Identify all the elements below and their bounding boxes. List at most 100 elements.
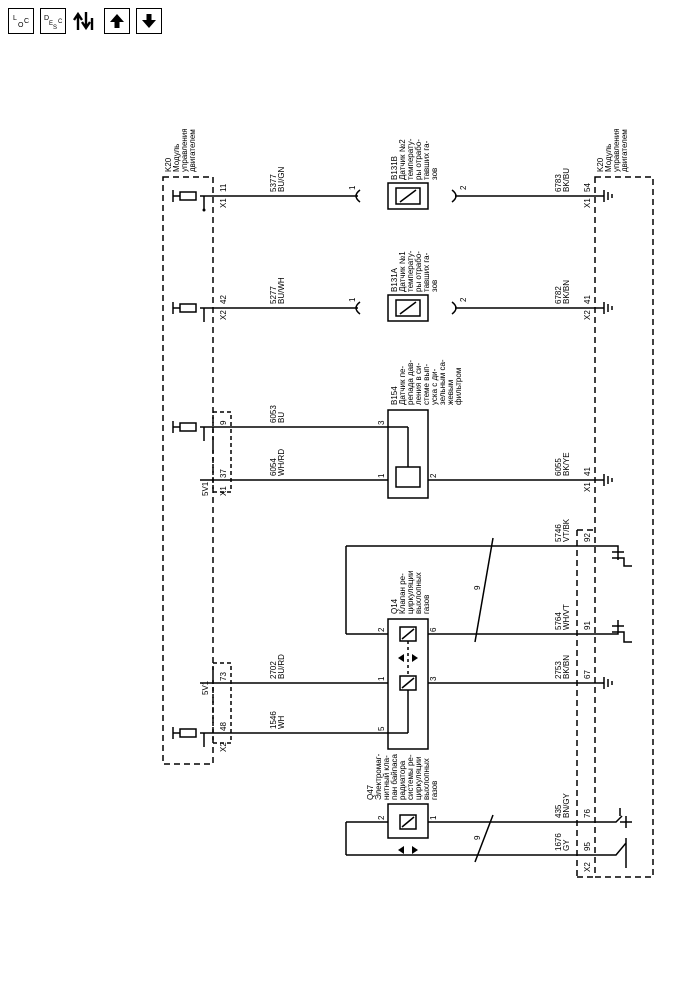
wire-6053-num: 6053 <box>269 405 278 423</box>
q47-box <box>387 803 429 839</box>
wire-1546-num: 1546 <box>269 711 278 729</box>
wire-6782-color: BK/BN <box>562 280 571 304</box>
cpin-5-q14: 5 <box>377 726 386 731</box>
wire-5377-num: 5377 <box>269 174 278 192</box>
b131a-label-5: зов <box>430 280 439 292</box>
k20-right-line-2: управления <box>612 128 621 172</box>
conn-x2-r2: X2 <box>583 862 592 872</box>
cpin-1-q14: 1 <box>377 676 386 681</box>
wire-2702-num: 2702 <box>269 661 278 679</box>
svg-text:S: S <box>53 25 57 31</box>
q47-label-6: циркуляции <box>414 757 423 800</box>
pin-67: 67 <box>583 670 592 679</box>
wire-5277-num: 5277 <box>269 286 278 304</box>
conn-x1-r2: X1 <box>583 482 592 492</box>
cpin-1-b131b: 1 <box>348 185 357 190</box>
b154-box <box>387 409 429 499</box>
cpin-1-q47: 1 <box>429 815 438 820</box>
pin-9: 9 <box>219 420 228 425</box>
conn-5v1-b: 5V1 <box>201 680 210 695</box>
cpin-6-q14: 6 <box>429 627 438 632</box>
b154-label-8: фильтром <box>454 368 463 405</box>
b131a-label-0: B131A <box>390 267 399 292</box>
connector-flow-button[interactable] <box>72 8 98 34</box>
loc-button[interactable]: L O C <box>8 8 34 34</box>
arrow-up-button[interactable] <box>104 8 130 34</box>
wire-6054-num: 6054 <box>269 458 278 476</box>
svg-text:D: D <box>44 15 49 22</box>
svg-text:O: O <box>18 22 24 29</box>
wire-6782-num: 6782 <box>554 286 563 304</box>
arrow-up-icon <box>110 14 124 28</box>
pin-95: 95 <box>583 842 592 851</box>
arrow-down-button[interactable] <box>136 8 162 34</box>
conn-x2-r1: X2 <box>583 310 592 320</box>
conn-x1-r1: X1 <box>583 198 592 208</box>
wire-435-color: BN/GY <box>562 792 571 818</box>
b131a-box <box>387 294 429 322</box>
q47-label-5: системы ре- <box>406 754 415 800</box>
wire-6783-color: BK/BU <box>562 168 571 192</box>
b154-label-1: Датчик пе- <box>398 366 407 405</box>
conn-5v1-a: 5V1 <box>201 481 210 496</box>
b131b-label-3: ры отрабо- <box>414 139 423 180</box>
k20-right-line-3: двигателем <box>620 129 629 172</box>
wire-6055-color: BK/YE <box>562 452 571 476</box>
desc-button[interactable]: D E S C <box>40 8 66 34</box>
wire-5764-num: 5764 <box>554 612 563 630</box>
cpin-1-b131a: 1 <box>348 297 357 302</box>
loc-icon: L O C <box>13 15 29 29</box>
conn-x2-b: X2 <box>219 742 228 752</box>
q47-label-7: выхлопных <box>422 758 431 800</box>
b131a-label-1: Датчик №1 <box>398 251 407 292</box>
q14-label-1: Клапан ре- <box>398 573 407 614</box>
q47-label-1: Электромаг- <box>374 753 383 800</box>
k20-left-line-2: управления <box>180 128 189 172</box>
b154-label-7: жевым <box>446 380 455 405</box>
pin-48: 48 <box>219 722 228 731</box>
pin-92: 92 <box>583 533 592 542</box>
pin-37: 37 <box>219 469 228 478</box>
connector-flow-icon <box>73 11 94 31</box>
pin-41a: 41 <box>583 295 592 304</box>
wire-6053-color: BU <box>277 412 286 423</box>
conn-x1-b: X1 <box>219 486 228 496</box>
b131a-label-2: температу- <box>406 250 415 292</box>
twist-label-b: 9 <box>473 835 482 840</box>
pin-73: 73 <box>219 672 228 681</box>
svg-text:E: E <box>49 21 53 27</box>
conn-x2-a: X2 <box>219 310 228 320</box>
wire-2702-color: BU/RD <box>277 654 286 679</box>
k20-left-line-3: двигателем <box>188 129 197 172</box>
wire-2753-num: 2753 <box>554 661 563 679</box>
cpin-2-q47: 2 <box>377 815 386 820</box>
q47-label-2: нитный кла- <box>382 755 391 800</box>
b154-label-6: зельным са- <box>438 359 447 405</box>
wire-5277-color: BU/WH <box>277 277 286 304</box>
arrow-down-icon <box>142 14 156 28</box>
wire-6054-color: WH/RD <box>277 449 286 476</box>
wire-6783-num: 6783 <box>554 174 563 192</box>
pin-41b: 41 <box>583 467 592 476</box>
b131b-box <box>387 182 429 210</box>
q14-label-4: газов <box>422 595 431 614</box>
k20-right-box <box>594 176 654 878</box>
k20-left-line-0: K20 <box>164 157 173 172</box>
wire-1676-num: 1676 <box>554 833 563 851</box>
cpin-2-b131a: 2 <box>459 297 468 302</box>
wire-5746-color: VT/BK <box>562 518 571 542</box>
svg-text:L: L <box>13 15 17 22</box>
svg-text:C: C <box>24 18 29 25</box>
cpin-2-b131b: 2 <box>459 185 468 190</box>
q14-label-0: Q14 <box>390 598 399 614</box>
k20-left-box <box>162 176 214 765</box>
q47-label-8: газов <box>430 781 439 800</box>
b154-label-0: B154 <box>390 386 399 405</box>
wire-435-num: 435 <box>554 804 563 818</box>
cpin-3-q14: 3 <box>429 676 438 681</box>
q47-label-0: Q47 <box>366 784 375 800</box>
wire-6055-num: 6055 <box>554 458 563 476</box>
b154-label-3: ления в си- <box>414 363 423 406</box>
k20-right-line-0: K20 <box>596 157 605 172</box>
